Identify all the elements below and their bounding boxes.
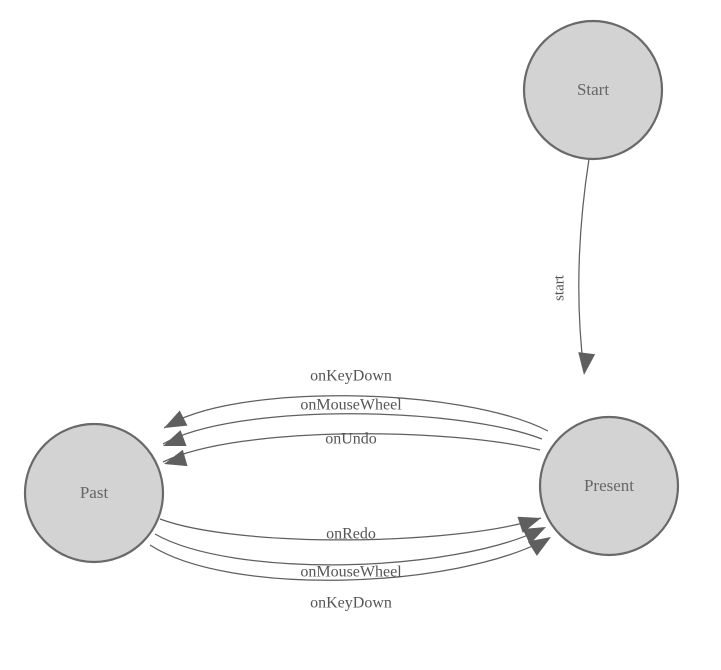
nodes-layer: Start Past Present: [23, 19, 680, 564]
edge-label-present-to-past-onmousewheel: onMouseWheel: [300, 397, 402, 414]
edge-past-to-present-onkeydown[interactable]: [149, 537, 550, 581]
arrowhead-into-present-onkeydown: [527, 537, 551, 556]
node-present[interactable]: Present: [538, 415, 680, 557]
edge-past-to-present-onmousewheel[interactable]: [154, 527, 545, 566]
edge-present-to-past-onundo[interactable]: [162, 433, 541, 463]
edge-label-start: start: [551, 274, 567, 301]
node-present-circle[interactable]: [538, 415, 680, 557]
edge-label-present-to-past-onkeydown: onKeyDown: [310, 368, 392, 385]
arrowhead-into-present-from-start: [578, 352, 596, 375]
edge-past-to-present-onredo[interactable]: [159, 517, 542, 541]
edges-layer: [149, 158, 590, 581]
edge-start-to-present[interactable]: [578, 158, 590, 373]
edge-label-past-to-present-onkeydown: onKeyDown: [310, 595, 392, 612]
arrowhead-into-past-onundo: [164, 449, 188, 467]
edge-present-to-past-onmousewheel[interactable]: [162, 413, 543, 445]
edge-present-to-past-onkeydown[interactable]: [163, 395, 549, 432]
arrowhead-into-present-onredo: [517, 516, 541, 533]
node-past-circle[interactable]: [23, 422, 165, 564]
arrowhead-into-past-onkeydown: [164, 410, 188, 428]
node-past[interactable]: Past: [23, 422, 165, 564]
node-start-circle[interactable]: [522, 19, 664, 161]
node-start[interactable]: Start: [522, 19, 664, 161]
edge-labels-layer: start onKeyDown onMouseWheel onUndo onRe…: [300, 274, 567, 611]
arrowhead-into-present-onmousewheel: [522, 527, 546, 545]
arrowhead-into-past-onmousewheel: [163, 430, 187, 447]
arrowheads-layer: [163, 352, 596, 556]
